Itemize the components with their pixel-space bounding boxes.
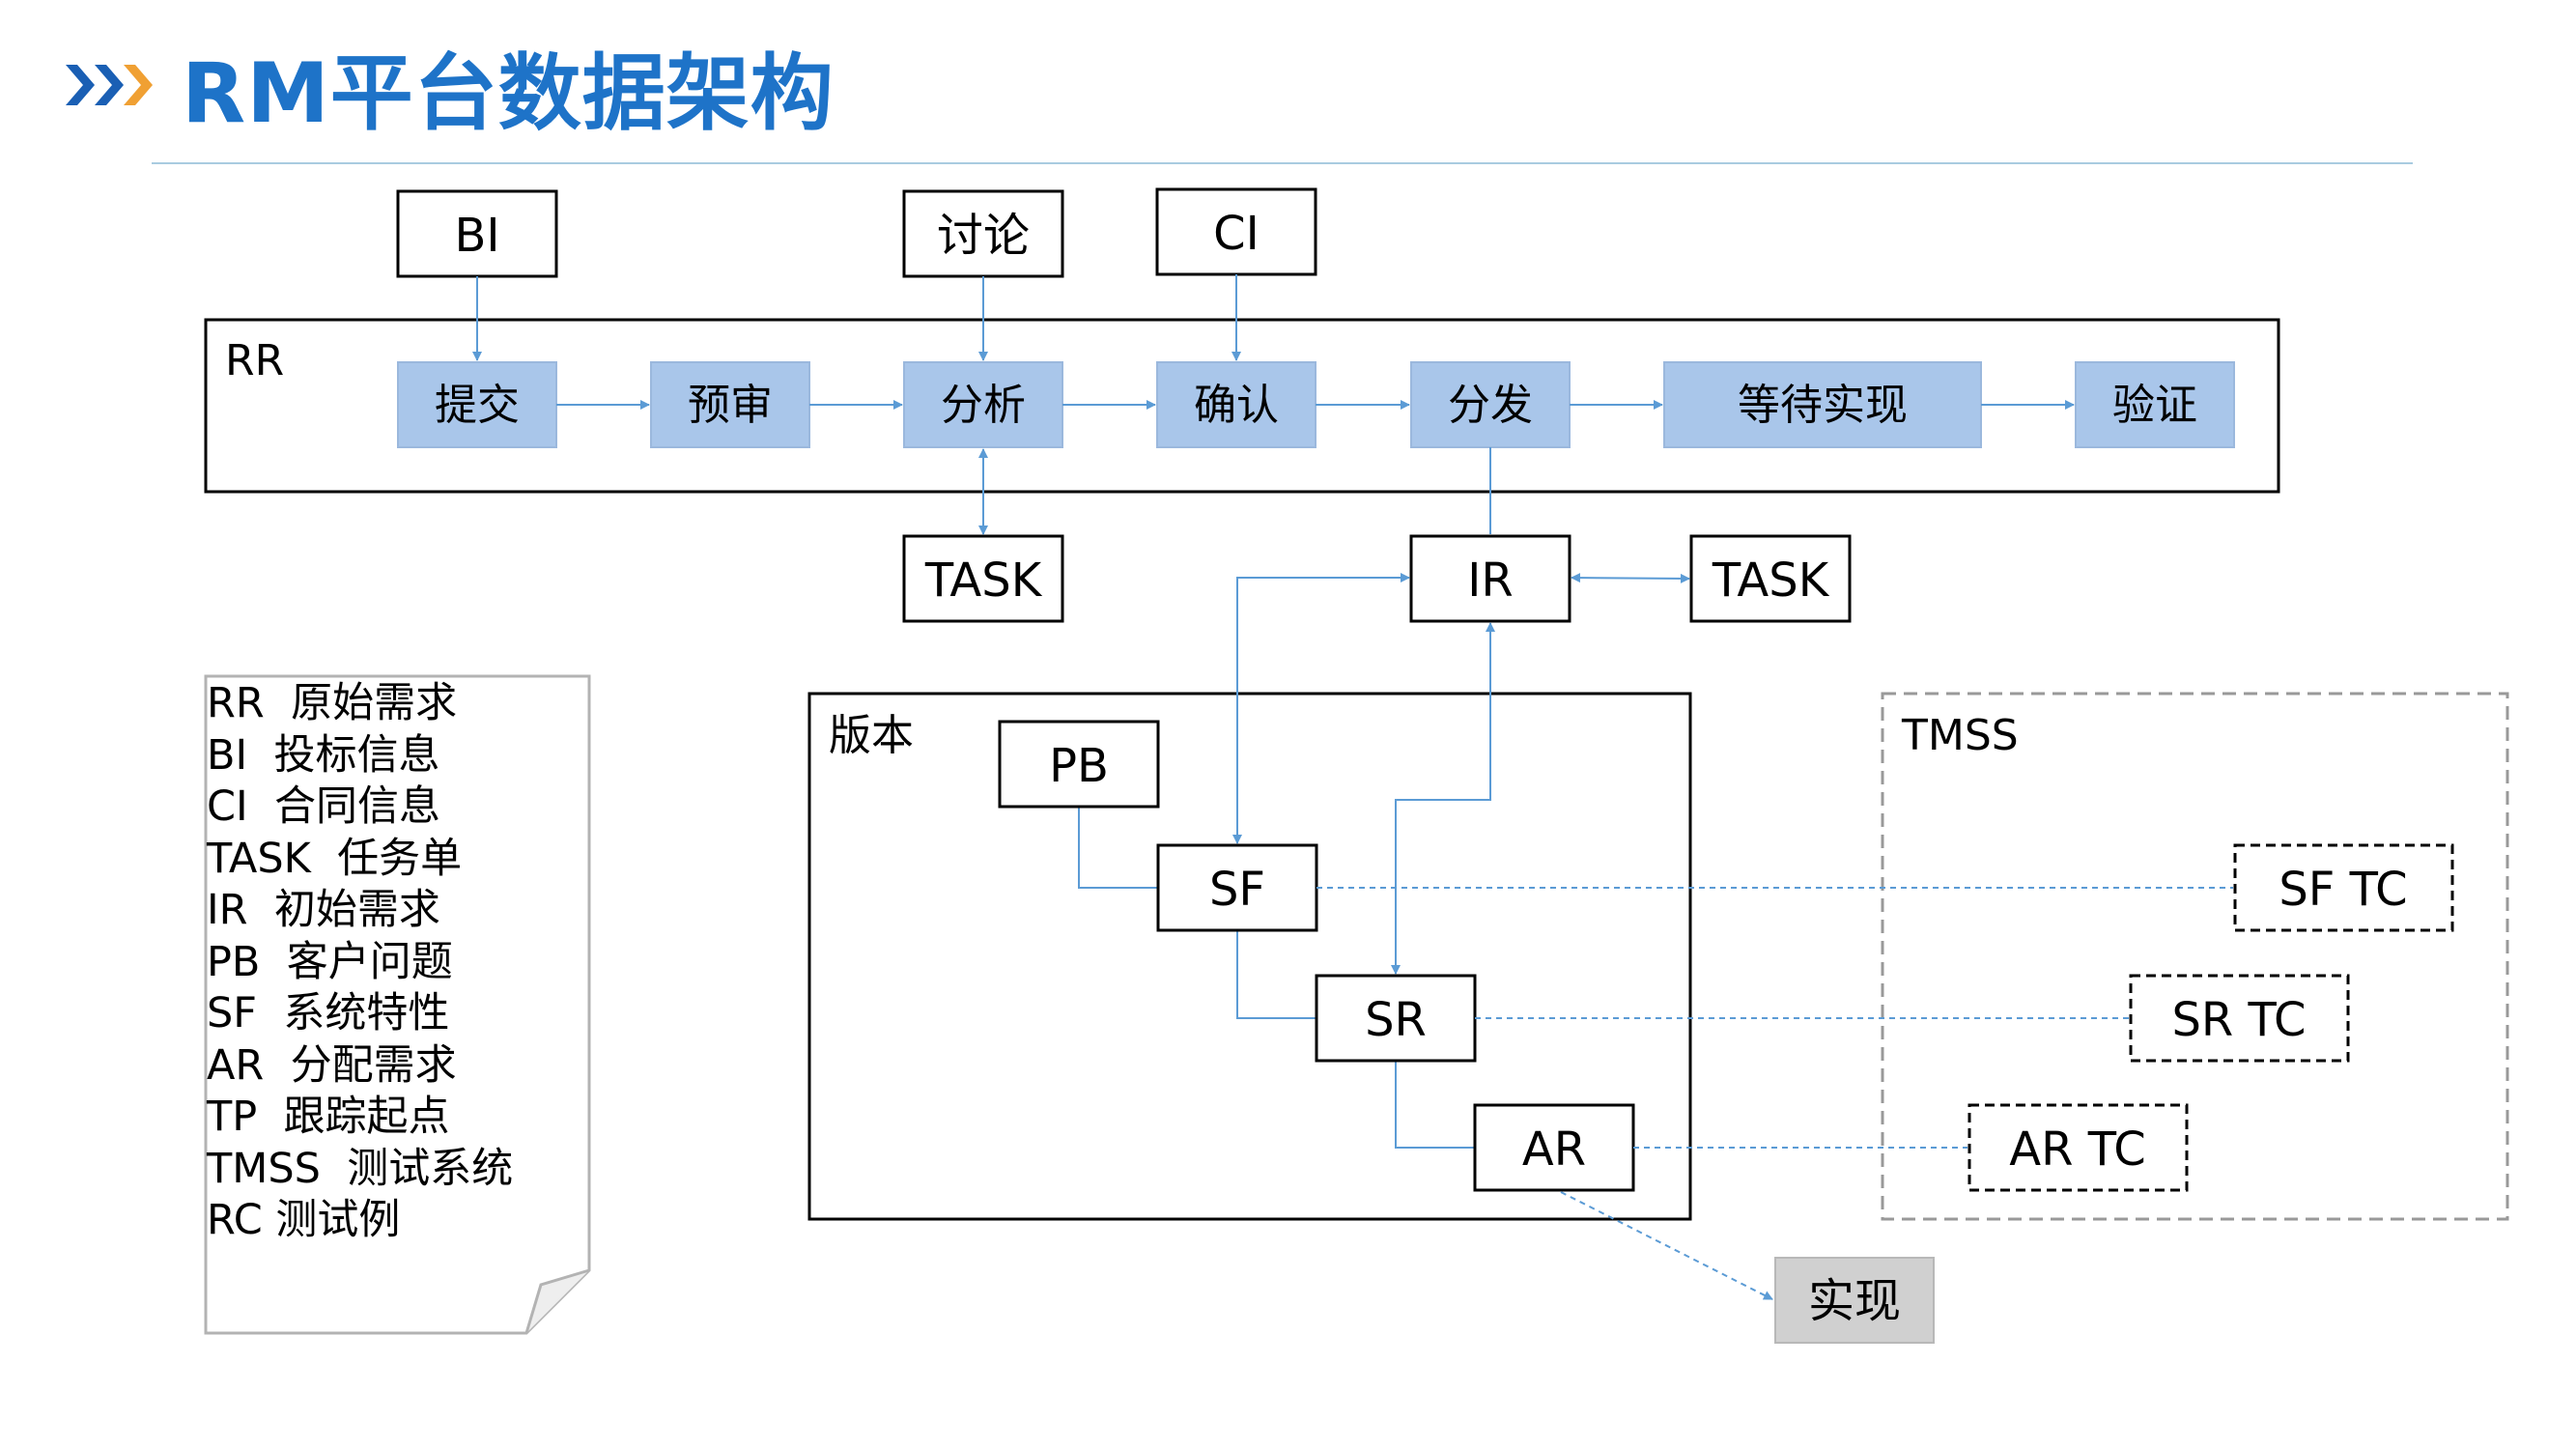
process-step-distribute: 分发 xyxy=(1410,361,1571,448)
legend-item: IR 初始需求 xyxy=(207,886,440,934)
process-step-label: 验证 xyxy=(2112,381,2197,430)
sr-tc-box: SR TC xyxy=(2129,974,2350,1063)
pb-box: PB xyxy=(998,720,1160,809)
process-step-label: 确认 xyxy=(1194,381,1279,430)
chevron-arrows-icon xyxy=(66,65,153,105)
legend-item: PB 客户问题 xyxy=(207,937,453,986)
sf-label: SF xyxy=(1209,863,1265,917)
task-ir-label: TASK xyxy=(1712,554,1830,608)
process-step-label: 预审 xyxy=(688,381,773,430)
sf-tc-box: SF TC xyxy=(2233,843,2454,932)
tmss-container: TMSS xyxy=(1881,692,2509,1221)
ir-label: IR xyxy=(1467,554,1514,608)
ar-tc-box: AR TC xyxy=(1967,1103,2189,1192)
test-case-links xyxy=(1316,887,2233,1149)
input-bi-label: BI xyxy=(454,209,499,263)
task-ir-box: TASK xyxy=(1689,534,1852,623)
legend-item: BI 投标信息 xyxy=(207,730,440,780)
pb-label: PB xyxy=(1049,739,1109,793)
implement-box: 实现 xyxy=(1774,1257,1935,1344)
title-divider xyxy=(152,162,2413,164)
ar-label: AR xyxy=(1522,1122,1586,1177)
process-step-label: 分析 xyxy=(941,381,1026,430)
process-step-label: 等待实现 xyxy=(1738,381,1908,430)
version-container-label: 版本 xyxy=(829,711,914,760)
ir-box: IR xyxy=(1409,534,1571,623)
process-step-label: 分发 xyxy=(1448,381,1533,430)
legend-item: RC 测试例 xyxy=(207,1196,401,1244)
sr-tc-label: SR TC xyxy=(2171,993,2306,1047)
version-tree-connectors xyxy=(1078,807,1475,1149)
sf-tc-label: SF TC xyxy=(2279,863,2407,917)
process-step-submit: 提交 xyxy=(397,361,557,448)
rr-container-label: RR xyxy=(225,336,284,385)
input-bi-box: BI xyxy=(396,189,558,278)
process-step-prereview: 预审 xyxy=(650,361,810,448)
page-title: RM平台数据架构 xyxy=(182,44,835,142)
sf-box: SF xyxy=(1156,843,1318,932)
ar-tc-label: AR TC xyxy=(2009,1122,2145,1177)
input-discuss-box: 讨论 xyxy=(902,189,1064,278)
task-analysis-label: TASK xyxy=(924,554,1043,608)
legend: RR 原始需求 BI 投标信息 CI 合同信息 TASK 任务单 IR 初始需求… xyxy=(207,678,585,1247)
ar-box: AR xyxy=(1473,1103,1635,1192)
implement-label: 实现 xyxy=(1808,1274,1901,1328)
process-step-waiting: 等待实现 xyxy=(1663,361,1982,448)
rr-container: RR xyxy=(204,318,2280,494)
legend-item: RR 原始需求 xyxy=(207,679,458,727)
process-step-confirm: 确认 xyxy=(1156,361,1316,448)
legend-item: TASK 任务单 xyxy=(207,834,463,883)
input-discuss-label: 讨论 xyxy=(937,209,1030,263)
tmss-container-label: TMSS xyxy=(1901,711,2019,760)
sr-box: SR xyxy=(1315,974,1477,1063)
legend-note xyxy=(204,674,591,1335)
legend-item: SF 系统特性 xyxy=(207,989,450,1037)
legend-item: CI 合同信息 xyxy=(207,782,441,831)
legend-item: TP 跟踪起点 xyxy=(207,1093,450,1141)
input-ci-box: CI xyxy=(1155,187,1317,276)
input-ci-label: CI xyxy=(1213,207,1260,261)
process-step-label: 提交 xyxy=(435,381,520,430)
legend-item: AR 分配需求 xyxy=(207,1040,457,1090)
input-arrows xyxy=(472,274,1241,361)
legend-item: TMSS 测试系统 xyxy=(207,1144,514,1193)
ar-implement-arrow xyxy=(1560,1191,1773,1300)
process-step-verify: 验证 xyxy=(2075,361,2235,448)
title-area: RM平台数据架构 xyxy=(62,27,835,143)
process-step-analyze: 分析 xyxy=(903,361,1063,448)
task-analysis-box: TASK xyxy=(902,534,1064,623)
ir-task-arrow xyxy=(1571,573,1690,583)
sr-label: SR xyxy=(1365,993,1427,1047)
